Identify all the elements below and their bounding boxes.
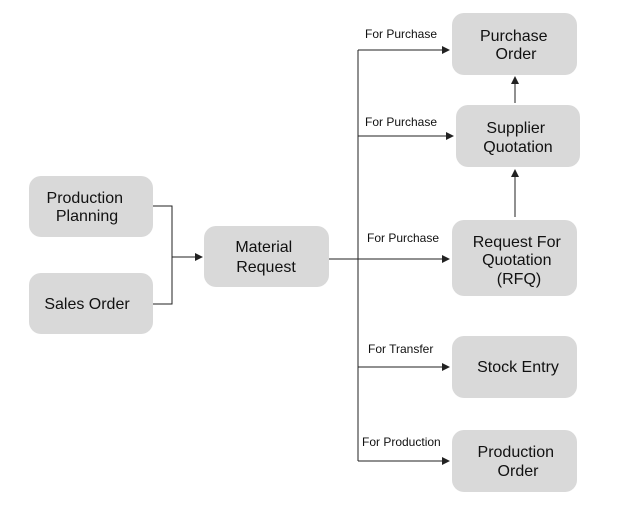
node-stock-entry[interactable]: Stock Entry — [452, 336, 577, 398]
edge-label-for-purchase: For Purchase — [365, 27, 437, 41]
node-label: Production Planning — [47, 190, 128, 225]
node-sales-order[interactable]: Sales Order — [29, 273, 153, 334]
edge-labels: For Purchase For Purchase For Purchase F… — [362, 27, 441, 449]
edge-label-for-production: For Production — [362, 435, 441, 449]
node-rfq[interactable]: Request For Quotation (RFQ) — [452, 220, 577, 296]
node-label: Purchase Order — [480, 28, 552, 63]
edge-label-for-purchase: For Purchase — [367, 231, 439, 245]
node-label: Sales Order — [44, 296, 130, 313]
node-label: Request For Quotation (RFQ) — [473, 234, 566, 288]
node-production-planning[interactable]: Production Planning — [29, 176, 153, 237]
node-purchase-order[interactable]: Purchase Order — [452, 13, 577, 75]
edge-label-for-transfer: For Transfer — [368, 342, 433, 356]
node-material-request[interactable]: Material Request — [204, 226, 329, 287]
node-label: Stock Entry — [477, 359, 559, 376]
input-bracket-line — [153, 205, 173, 305]
edge-label-for-purchase: For Purchase — [365, 115, 437, 129]
connectors — [153, 46, 519, 465]
node-label: Production Order — [478, 444, 559, 480]
node-label: Supplier Quotation — [483, 120, 552, 156]
node-label: Material Request — [235, 239, 296, 276]
node-production-order[interactable]: Production Order — [452, 430, 577, 492]
node-supplier-quotation[interactable]: Supplier Quotation — [456, 105, 580, 167]
